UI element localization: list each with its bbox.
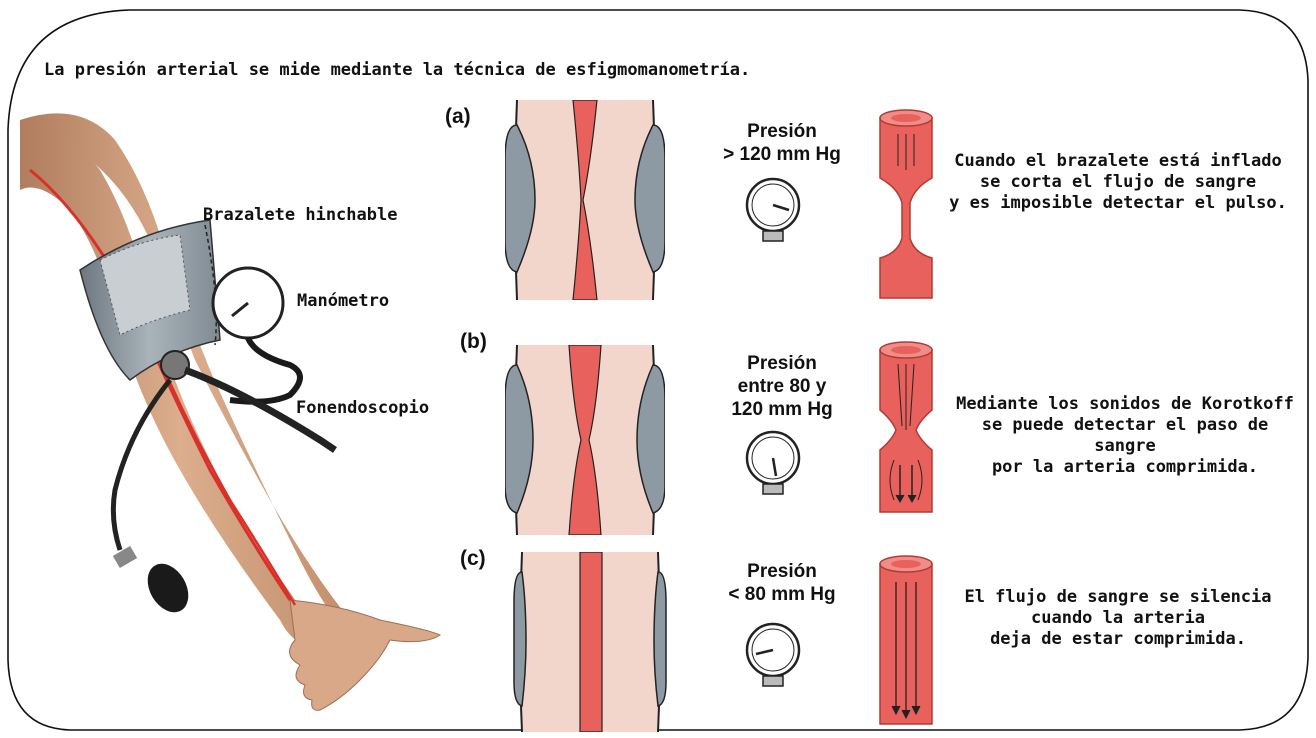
panel-a-letter: (a)	[445, 105, 471, 129]
panel-a-gauge-icon	[738, 175, 808, 245]
panel-a-limb-section	[505, 100, 665, 300]
panel-a-desc-line1: Cuando el brazalete está inflado	[948, 151, 1288, 172]
panel-a-pressure-line1: Presión	[707, 120, 857, 143]
hand-shape	[290, 600, 440, 710]
panel-b-pressure: Presión entre 80 y 120 mm Hg	[707, 352, 857, 421]
panel-a-description: Cuando el brazalete está inflado se cort…	[948, 151, 1288, 214]
panel-c-pressure-line2: < 80 mm Hg	[707, 583, 857, 606]
panel-b-gauge-icon	[738, 428, 808, 498]
panel-b-pressure-line1: Presión	[707, 352, 857, 375]
panel-c-description: El flujo de sangre se silencia cuando la…	[948, 587, 1288, 650]
panel-b-pressure-line2: entre 80 y	[707, 375, 857, 398]
panel-c-limb-section	[510, 552, 670, 732]
inflation-bulb-shape	[139, 556, 196, 619]
panel-a-artery-icon	[874, 108, 938, 308]
panel-c-desc-line3: deja de estar comprimida.	[948, 629, 1288, 650]
panel-c-gauge-icon	[738, 620, 808, 690]
panel-c-desc-line2: cuando la arteria	[948, 608, 1288, 629]
panel-c-artery-icon	[874, 554, 938, 732]
label-stethoscope: Fonendoscopio	[296, 398, 429, 418]
label-gauge: Manómetro	[297, 291, 389, 311]
panel-b-desc-line1: Mediante los sonidos de Korotkoff	[955, 394, 1295, 415]
panel-c-pressure-line1: Presión	[707, 560, 857, 583]
panel-b-artery-icon	[874, 340, 938, 520]
panel-b-desc-line3: por la arteria comprimida.	[955, 457, 1295, 478]
panel-c-desc-line1: El flujo de sangre se silencia	[948, 587, 1288, 608]
panel-a-desc-line2: se corta el flujo de sangre	[948, 172, 1288, 193]
panel-a-desc-line3: y es imposible detectar el pulso.	[948, 193, 1288, 214]
panel-c-letter: (c)	[460, 547, 486, 571]
panel-a-pressure-line2: > 120 mm Hg	[707, 143, 857, 166]
panel-b-description: Mediante los sonidos de Korotkoff se pue…	[955, 394, 1295, 478]
page-title: La presión arterial se mide mediante la …	[44, 60, 750, 80]
panel-b-desc-line2: se puede detectar el paso de sangre	[955, 415, 1295, 457]
panel-b-pressure-line3: 120 mm Hg	[707, 398, 857, 421]
panel-a-pressure: Presión > 120 mm Hg	[707, 120, 857, 166]
panel-c-pressure: Presión < 80 mm Hg	[707, 560, 857, 606]
panel-b-letter: (b)	[460, 330, 487, 354]
panel-b-limb-section	[505, 345, 665, 535]
label-cuff: Brazalete hinchable	[203, 205, 397, 225]
